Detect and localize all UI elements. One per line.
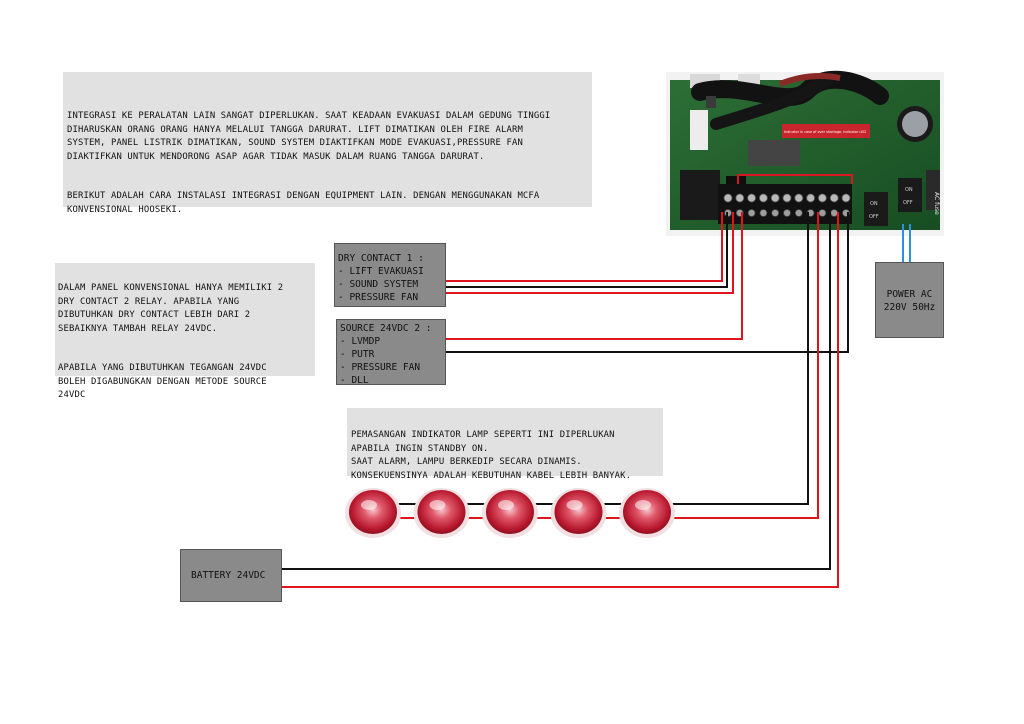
capacitor-top (902, 111, 928, 137)
indicator-lamps (345, 488, 675, 538)
fuse-holder (926, 170, 940, 210)
power-switch (864, 192, 888, 226)
cable-bundle (710, 72, 836, 130)
wire-battery-red (282, 212, 839, 588)
source-item: - DLL (340, 375, 369, 386)
terminal-screw (759, 193, 768, 203)
terminal-screw (841, 193, 851, 203)
dry-contact-item: - LIFT EVAKUASI (338, 266, 424, 277)
internal-wire (737, 174, 853, 184)
dry-contact-note: DALAM PANEL KONVENSIONAL HANYA MEMILIKI … (55, 263, 315, 400)
switch-on-label: ON (905, 187, 913, 193)
dry-contact-title: DRY CONTACT 1 : (338, 253, 424, 264)
dry-contact-box: DRY CONTACT 1 : - LIFT EVAKUASI - SOUND … (334, 243, 446, 307)
source-item: - PUTR (340, 349, 375, 360)
indicator-lamp-highlight (498, 500, 514, 510)
power-ac-spec: 220V 50Hz (883, 302, 936, 313)
terminal-screw (759, 209, 768, 217)
power-switch (898, 178, 922, 212)
wire-dry-contact-black (446, 212, 728, 288)
cable-bundle (778, 73, 841, 87)
warning-label-text: Indicator in case of over shortage, Indi… (784, 130, 866, 134)
dry-contact-note-paragraph-2: APABILA YANG DIBUTUHKAN TEGANGAN 24VDC B… (58, 363, 267, 401)
dry-contact-item: - SOUND SYSTEM (338, 279, 419, 290)
terminal-screw (794, 193, 804, 203)
indicator-lamp-note: PEMASANGAN INDIKATOR LAMP SEPERTI INI DI… (347, 408, 663, 481)
dry-contact-note-paragraph-1: DALAM PANEL KONVENSIONAL HANYA MEMILIKI … (58, 283, 284, 334)
indicator-lamp (623, 490, 671, 534)
terminal-screw (771, 209, 780, 217)
indicator-lamp (349, 490, 397, 534)
terminal-screw (783, 209, 791, 217)
wire-source-red (446, 212, 743, 340)
battery-label: BATTERY 24VDC (191, 570, 266, 581)
black-block (726, 176, 746, 186)
terminal-screw (747, 193, 756, 203)
battery-box: BATTERY 24VDC (180, 549, 282, 602)
warning-label (782, 124, 870, 138)
power-ac-box: POWER AC 220V 50Hz (875, 262, 944, 338)
wire-battery-black (282, 212, 831, 570)
source-item: - LVMDP (340, 336, 381, 347)
switch-off-label: OFF (869, 214, 879, 220)
terminal-screw (818, 193, 827, 203)
intro-paragraph-2: BERIKUT ADALAH CARA INSTALASI INTEGRASI … (67, 191, 540, 215)
intro-paragraph-1: INTEGRASI KE PERALATAN LAIN SANGAT DIPER… (67, 111, 551, 162)
indicator-lamp (417, 490, 466, 534)
relay (690, 110, 708, 150)
source-title: SOURCE 24VDC 2 : (340, 323, 432, 334)
indicator-lamp (554, 490, 603, 534)
power-ac-label: POWER AC (886, 289, 933, 300)
fuse-label: AC fuse (933, 192, 940, 215)
source-24vdc-box: SOURCE 24VDC 2 : - LVMDP - PUTR - PRESSU… (336, 319, 446, 386)
indicator-lamp-note-text: PEMASANGAN INDIKATOR LAMP SEPERTI INI DI… (351, 430, 632, 481)
black-block (680, 170, 720, 220)
switch-off-label: OFF (903, 200, 913, 206)
terminal-screw (794, 209, 803, 217)
terminal-screw (782, 193, 792, 203)
terminal-screw (806, 193, 815, 203)
indicator-lamp-highlight (566, 500, 583, 510)
capacitor-small (706, 96, 716, 108)
relay (748, 140, 800, 166)
terminal-screw (747, 209, 756, 217)
switch-on-label: ON (870, 201, 878, 207)
source-item: - PRESSURE FAN (340, 362, 421, 373)
terminal-screw (735, 193, 745, 203)
indicator-lamp-highlight (429, 500, 446, 510)
wire-dry-contact-red-2 (446, 212, 734, 294)
dry-contact-item: - PRESSURE FAN (338, 292, 419, 303)
indicator-lamp-highlight (361, 500, 377, 510)
terminal-screw (723, 193, 733, 203)
wire-dry-contact-red (446, 212, 723, 282)
terminal-screws (723, 193, 851, 217)
indicator-lamp (486, 490, 534, 534)
indicator-lamp-highlight (635, 500, 651, 510)
intro-note: INTEGRASI KE PERALATAN LAIN SANGAT DIPER… (63, 72, 592, 215)
terminal-screw (829, 193, 839, 203)
terminal-screw (770, 193, 780, 203)
wire-source-black (446, 212, 849, 353)
